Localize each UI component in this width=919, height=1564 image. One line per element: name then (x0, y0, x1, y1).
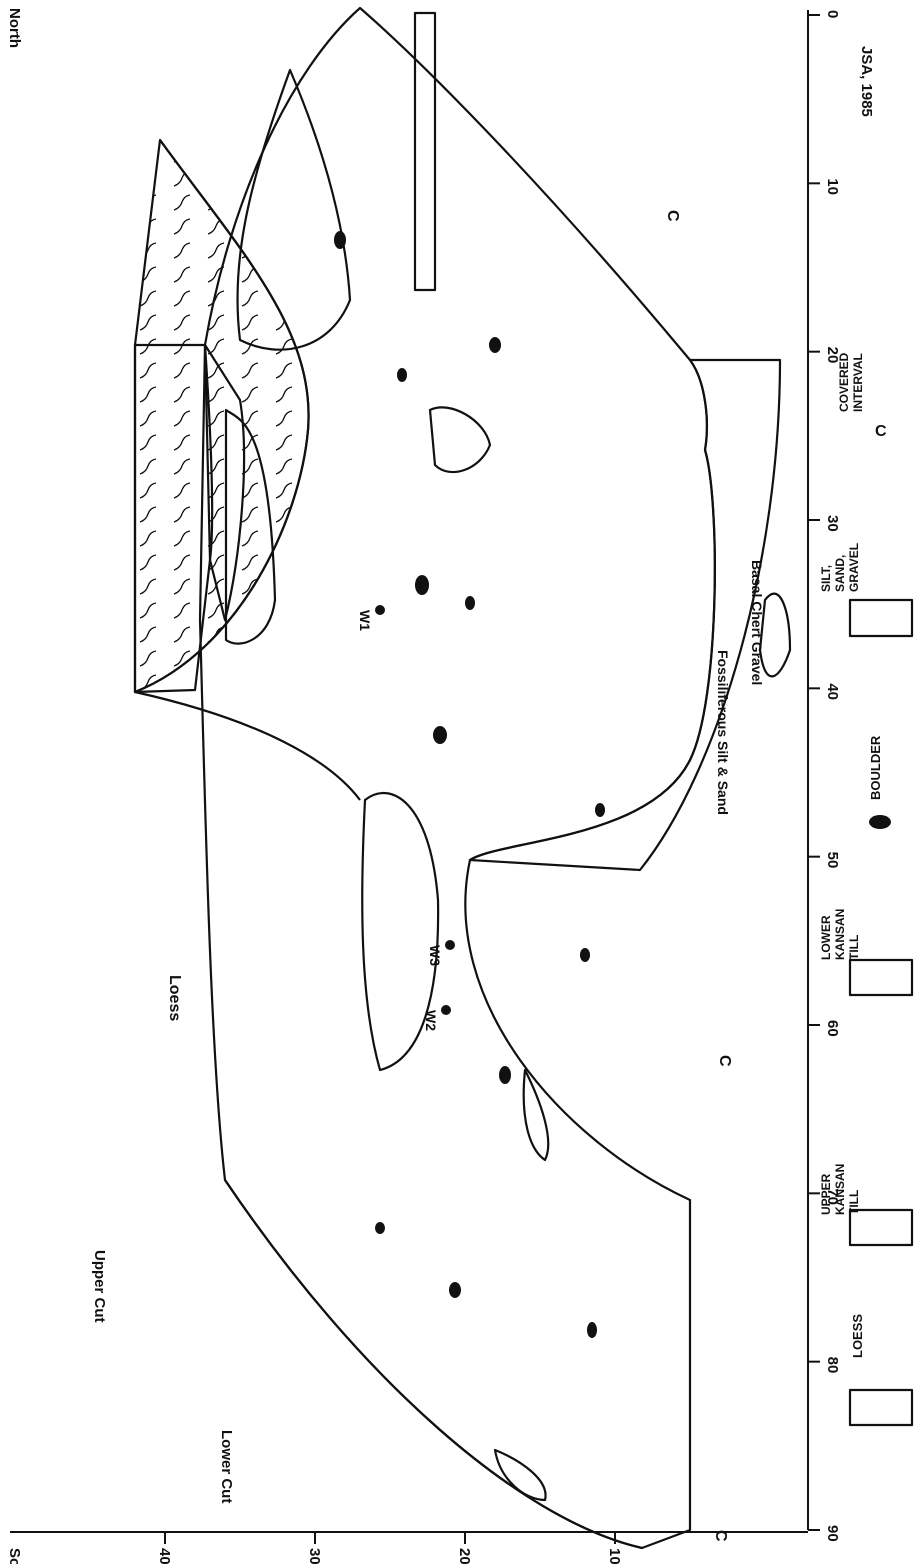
legend-swatch-silt-sand-gravel (850, 600, 912, 636)
legend-boulder: BOULDER (868, 735, 891, 829)
distance-tick-label: 40 (824, 683, 841, 700)
boulder (415, 575, 429, 595)
sample-point-w3 (445, 940, 455, 950)
distance-tick-label: 50 (824, 852, 841, 869)
boulder (449, 1282, 461, 1298)
distance-tick-label: 80 (824, 1357, 841, 1374)
label-south: South (6, 1548, 23, 1564)
legend: LOESS UPPERKANSANTILL LOWERKANSANTILL BO… (819, 352, 912, 1425)
elevation-tick-label: 20 (456, 1548, 473, 1564)
legend-label-lower-till: LOWERKANSANTILL (819, 909, 861, 960)
boulder (334, 231, 346, 249)
legend-swatch-lower-till (850, 960, 912, 995)
lower-kansan-till-unit (200, 8, 715, 1548)
label-covered-c-north: C (664, 210, 681, 222)
label-credit: JSA, 1985 (858, 46, 875, 117)
legend-upper-till: UPPERKANSANTILL (819, 1164, 912, 1245)
distance-tick-label: 10 (824, 178, 841, 195)
label-fossiliferous: Fossiliferous Silt & Sand (715, 650, 731, 815)
distance-tick-label: 90 (824, 1525, 841, 1542)
label-w3: W3 (427, 945, 443, 966)
label-w2: W2 (423, 1010, 439, 1031)
legend-label-upper-till: UPPERKANSANTILL (819, 1164, 861, 1215)
boulder (499, 1066, 511, 1084)
boulder (580, 948, 590, 962)
elevation-tick-label: 30 (306, 1548, 323, 1564)
boulder (587, 1322, 597, 1338)
legend-swatch-loess (850, 1390, 912, 1425)
legend-label-covered: COVEREDINTERVAL (837, 352, 865, 412)
label-covered-c-mid: C (716, 1055, 733, 1067)
elevation-tick-label: 40 (156, 1548, 173, 1564)
label-loess: Loess (166, 975, 183, 1021)
distance-tick-label: 0 (824, 10, 841, 18)
label-w1: W1 (357, 610, 373, 631)
legend-covered: C COVEREDINTERVAL (837, 352, 887, 440)
lower-cut-line (135, 692, 360, 800)
distance-tick-label: 30 (824, 515, 841, 532)
boulder (465, 596, 475, 610)
legend-label-boulder: BOULDER (868, 735, 883, 800)
sand-lens-w1 (430, 407, 490, 472)
legend-swatch-boulder (869, 815, 891, 829)
sand-lens-south (524, 1070, 549, 1160)
basal-silt-unit (470, 360, 780, 870)
boulder (489, 337, 501, 353)
distance-tick-label: 60 (824, 1020, 841, 1037)
sample-point-w2 (441, 1005, 451, 1015)
boulder (433, 726, 447, 744)
boulder (397, 368, 407, 382)
legend-label-silt-sand-gravel: SILT,SAND,GRAVEL (819, 543, 861, 592)
covered-boundary-south (225, 1180, 642, 1548)
legend-swatch-covered: C (875, 423, 887, 440)
legend-loess: LOESS (850, 1314, 912, 1425)
label-upper-cut: Upper Cut (91, 1250, 108, 1323)
legend-silt-sand-gravel: SILT,SAND,GRAVEL (819, 543, 912, 636)
label-lower-cut: Lower Cut (218, 1430, 235, 1503)
label-basal-gravel: Basal Chert Gravel (749, 560, 765, 685)
elevation-tick-label: 10 (606, 1548, 623, 1564)
elevation-axis: 10 20 30 40 (10, 1532, 808, 1564)
boulders (334, 231, 605, 1338)
boulder (375, 1222, 385, 1234)
legend-lower-till: LOWERKANSANTILL (819, 909, 912, 995)
sample-point-w1 (375, 605, 385, 615)
label-north: North (6, 8, 23, 48)
sand-lens (415, 13, 435, 290)
legend-label-loess: LOESS (850, 1314, 865, 1358)
boulder (595, 803, 605, 817)
